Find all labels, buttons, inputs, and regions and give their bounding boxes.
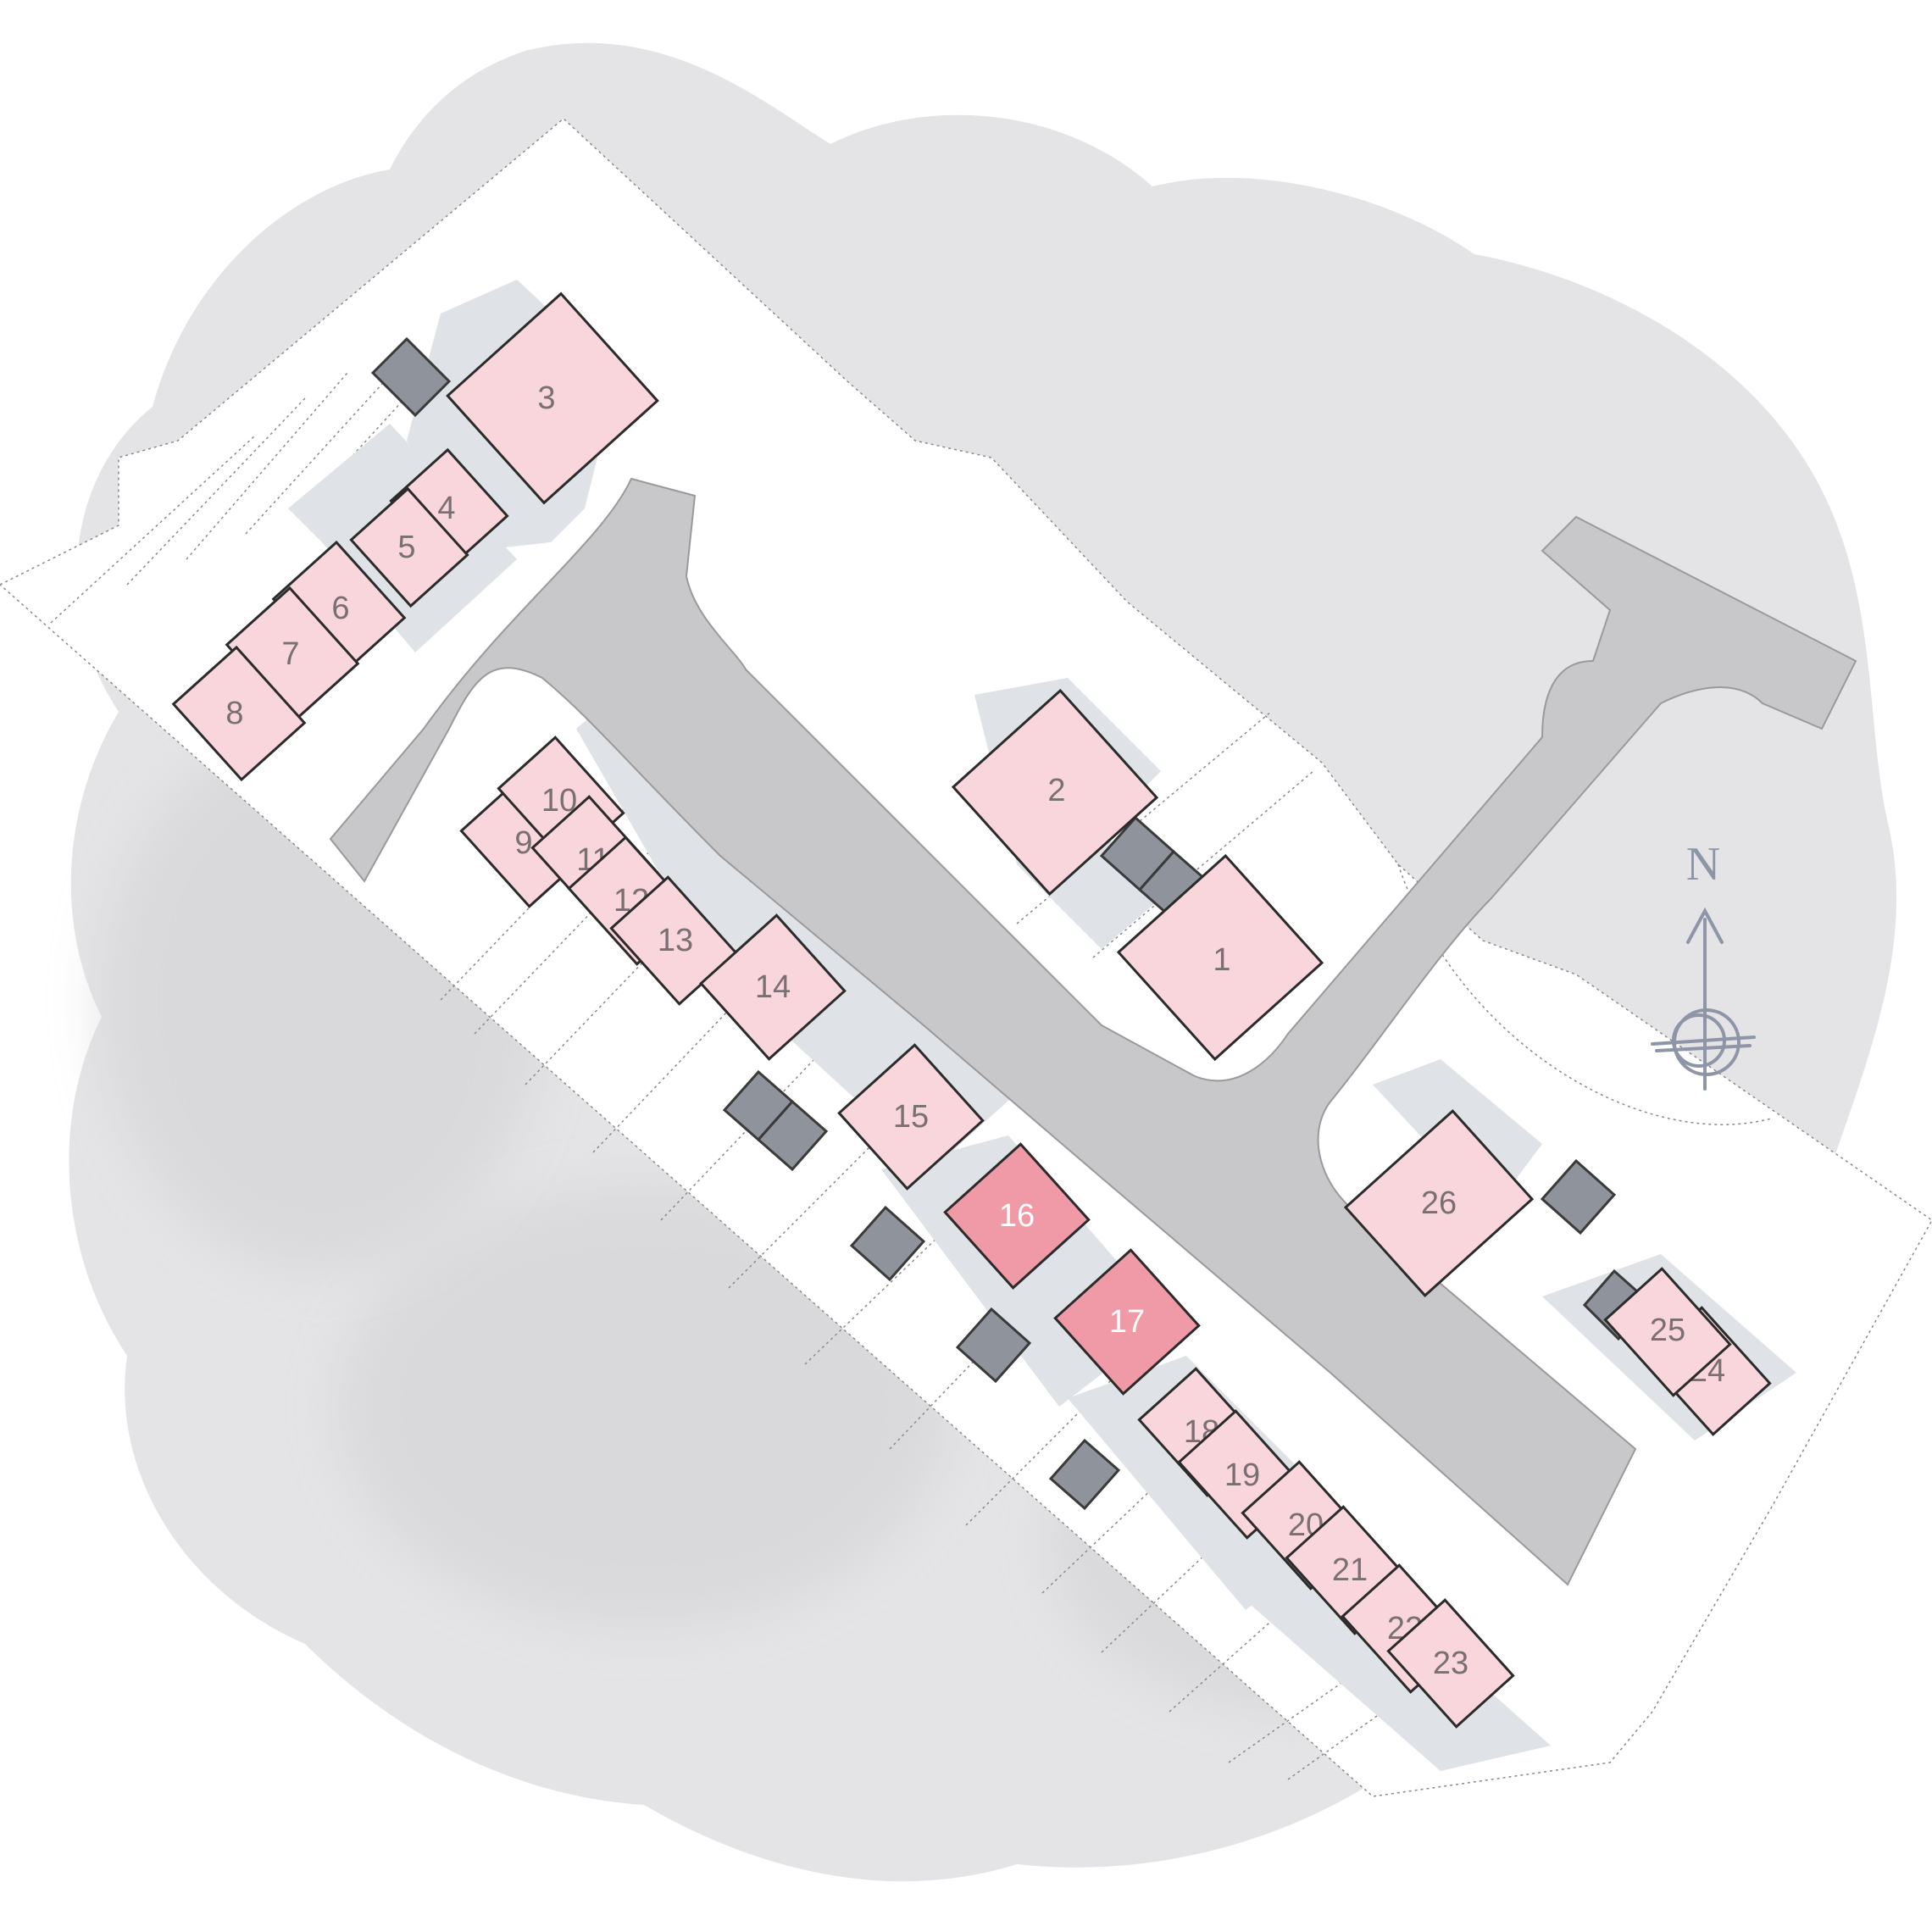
house-plot-6[interactable]: 6 <box>271 540 407 677</box>
house-plot-14[interactable]: 14 <box>699 913 847 1061</box>
plot-number: 5 <box>397 530 415 565</box>
plot-number: 14 <box>755 969 791 1005</box>
house-plots: 1234567891011121314151617181920212223242… <box>171 291 1772 1729</box>
house-footprint <box>1116 853 1324 1062</box>
house-footprint <box>1053 1248 1201 1396</box>
house-plot-25[interactable]: 25 <box>1603 1267 1732 1397</box>
house-plot-15[interactable]: 15 <box>837 1043 985 1191</box>
compass-north-label: N <box>1686 838 1720 891</box>
house-plot-8[interactable]: 8 <box>171 645 307 782</box>
plot-number: 19 <box>1224 1457 1260 1493</box>
plot-number: 1 <box>1213 942 1230 978</box>
estate-road <box>329 477 1857 1586</box>
plot-number: 15 <box>893 1099 929 1135</box>
plot-number: 3 <box>537 380 555 416</box>
house-plot-7[interactable]: 7 <box>225 586 360 723</box>
house-footprint <box>1386 1598 1515 1729</box>
plot-number: 23 <box>1433 1646 1468 1681</box>
house-plot-23[interactable]: 23 <box>1386 1598 1515 1729</box>
plot-number: 2 <box>1047 773 1065 808</box>
house-plot-5[interactable]: 5 <box>349 486 469 608</box>
plot-number: 17 <box>1109 1304 1145 1340</box>
house-footprint <box>1603 1267 1732 1397</box>
plot-number: 6 <box>331 591 349 626</box>
plot-number: 9 <box>514 825 532 861</box>
house-plot-3[interactable]: 3 <box>446 291 659 505</box>
plot-number: 13 <box>658 923 693 958</box>
north-arrow-icon <box>1651 907 1756 1091</box>
plot-number: 21 <box>1332 1552 1368 1588</box>
compass: N <box>1651 838 1756 1091</box>
house-footprint <box>951 688 1159 897</box>
plot-number: 16 <box>999 1198 1035 1234</box>
plot-number: 4 <box>437 491 455 526</box>
house-footprint <box>837 1043 985 1191</box>
house-plot-17[interactable]: 17 <box>1053 1248 1201 1396</box>
house-footprint <box>171 645 307 782</box>
plot-number: 8 <box>225 696 243 731</box>
house-plot-26[interactable]: 26 <box>1343 1108 1535 1298</box>
house-plot-2[interactable]: 2 <box>951 688 1159 897</box>
plot-number: 26 <box>1421 1185 1457 1221</box>
house-footprint <box>446 291 659 505</box>
house-footprint <box>943 1142 1091 1290</box>
house-footprint <box>699 913 847 1061</box>
house-plot-16[interactable]: 16 <box>943 1142 1091 1290</box>
garages <box>370 336 1655 1511</box>
house-plot-1[interactable]: 1 <box>1116 853 1324 1062</box>
house-plot-13[interactable]: 13 <box>609 875 738 1006</box>
house-footprint <box>1343 1108 1535 1298</box>
plot-number: 25 <box>1650 1313 1685 1348</box>
house-plot-9[interactable]: 9 <box>459 778 588 908</box>
wash-shadow <box>339 1186 949 1627</box>
house-footprint <box>349 486 469 608</box>
plot-number: 7 <box>281 636 299 672</box>
